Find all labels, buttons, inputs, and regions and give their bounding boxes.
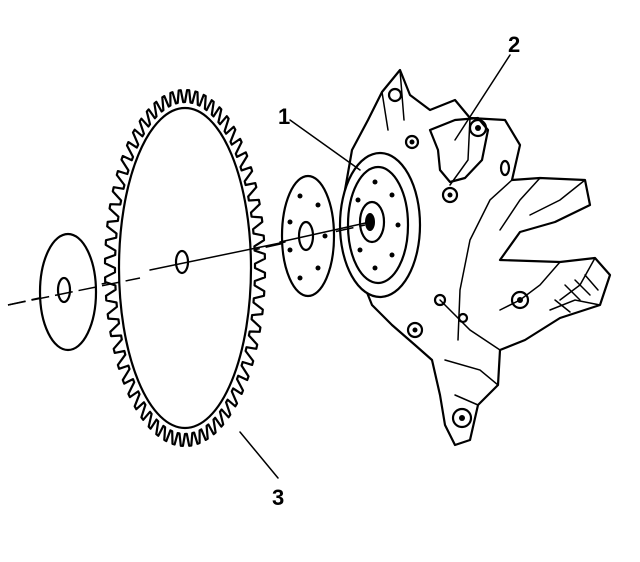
thrust-plate: [279, 174, 371, 298]
leader-line-1: [289, 119, 361, 171]
front-washer: [7, 232, 141, 352]
leader-line-3: [239, 431, 279, 479]
callout-label-2: 2: [508, 32, 520, 57]
camshaft-hub: [338, 151, 422, 299]
engine-housing: [343, 68, 612, 447]
callout-label-1: 1: [278, 104, 290, 129]
callout-label-3: 3: [272, 485, 284, 510]
sprocket-gear: [103, 89, 286, 447]
leader-line-2: [454, 54, 511, 141]
